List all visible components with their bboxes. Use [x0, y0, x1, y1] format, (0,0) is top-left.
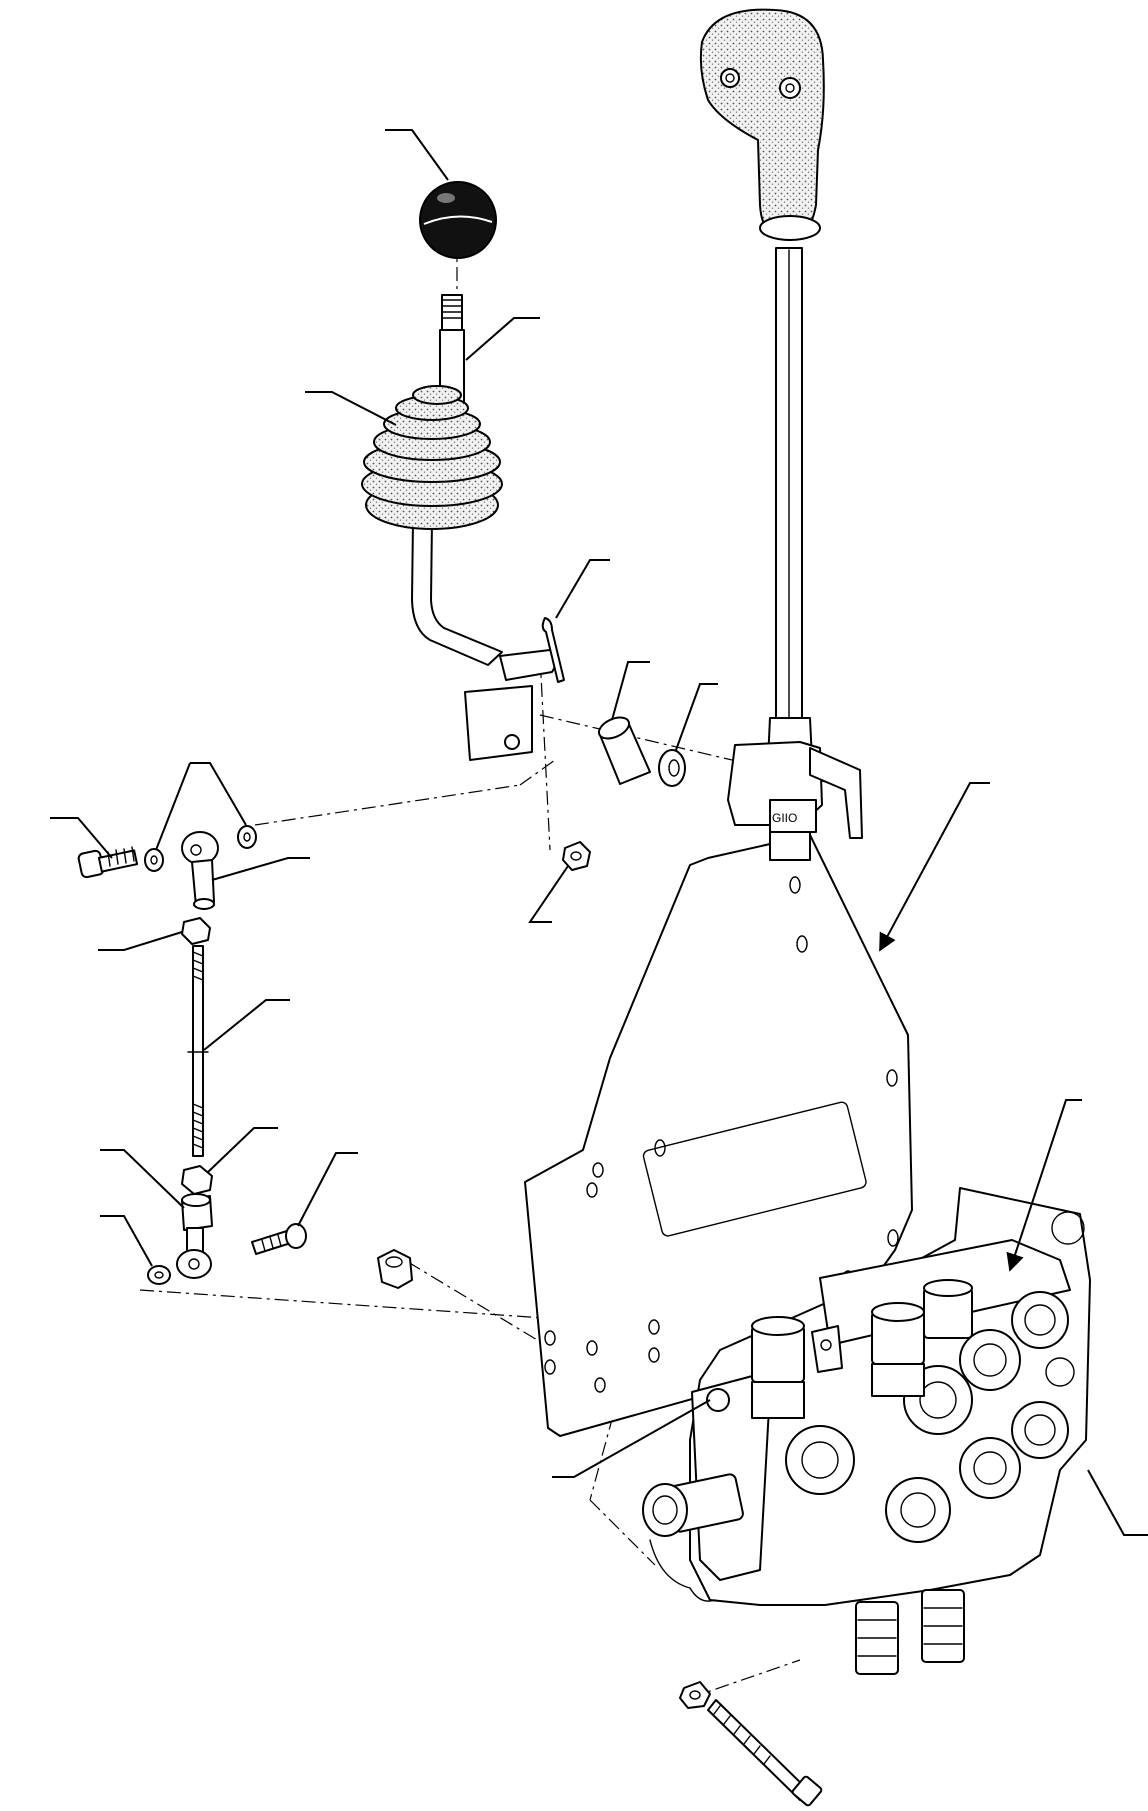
callout-leader-20: [1087, 1469, 1148, 1536]
cotter-pin: [541, 617, 565, 683]
nut-small: [679, 1681, 711, 1709]
ball-joint-lower: [176, 1227, 212, 1279]
callout-leader-17: [552, 1399, 711, 1478]
callout-leader-12: [207, 1127, 278, 1173]
adapter: [181, 1193, 213, 1231]
callout-leader-5: [611, 661, 650, 721]
callout-leader-9: [211, 857, 310, 881]
spacer-washers: [144, 825, 257, 872]
ball-joint-upper: [181, 831, 219, 910]
callout-leader-11: [203, 999, 290, 1051]
callout-leader-14: [297, 1152, 358, 1227]
callout-leader-16: [528, 865, 569, 923]
callout-leader-1: [385, 129, 449, 181]
jam-nut-upper: [181, 917, 211, 945]
lock-nut: [562, 841, 591, 871]
svg-text:GIIO: GIIO: [772, 811, 797, 825]
callout-leader-10: [98, 931, 183, 951]
callout-leader-4: [555, 559, 610, 619]
callout-leader-13: [100, 1149, 185, 1209]
bushing: [597, 716, 651, 785]
bolt: [77, 846, 139, 879]
hex-nut: [377, 1249, 413, 1289]
washer-lower: [147, 1265, 171, 1285]
washer: [658, 749, 686, 787]
callout-leader-8: [50, 817, 113, 859]
threaded-rod: [187, 945, 209, 1157]
callout-leader-15: [100, 1215, 153, 1267]
callout-leader-3: [305, 391, 397, 426]
jam-nut-lower: [181, 1165, 213, 1195]
callout-leader-6: [675, 683, 718, 751]
callout-leader-2: [465, 317, 540, 361]
callout-leader-7b: [155, 762, 191, 851]
ball-knob: [419, 181, 497, 259]
joystick-handle: [699, 8, 825, 724]
callout-leader-18: [879, 782, 990, 952]
pivot-block: GIIO: [727, 717, 863, 861]
bolt-lower: [251, 1223, 307, 1255]
callout-leader-7: [190, 762, 247, 826]
rubber-boot: [361, 385, 503, 530]
long-bolt: [707, 1699, 823, 1807]
mounting-plate: [524, 834, 913, 1437]
callout-leaders: [50, 129, 1148, 1536]
callout-leader-19: [1006, 1099, 1082, 1272]
